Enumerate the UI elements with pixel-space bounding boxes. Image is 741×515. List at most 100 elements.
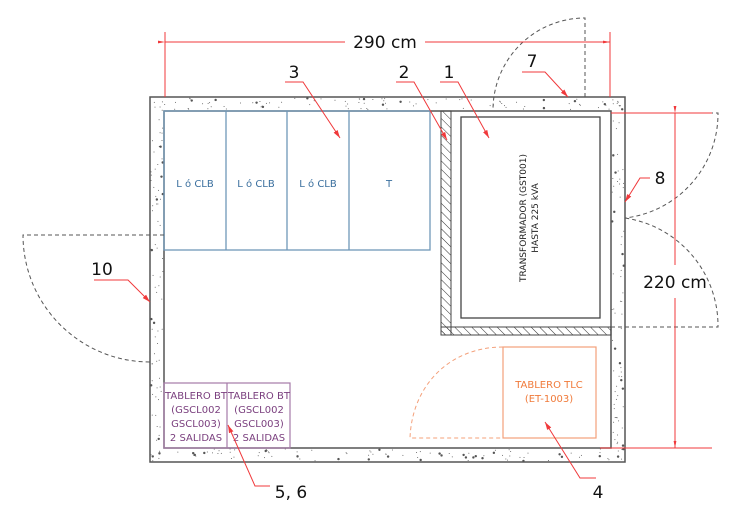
- speckle: [611, 309, 613, 311]
- speckle: [156, 387, 158, 389]
- speckle: [151, 328, 153, 330]
- speckle: [417, 456, 419, 458]
- speckle: [161, 161, 164, 164]
- speckle: [158, 399, 160, 401]
- dimension-lines: [158, 32, 712, 449]
- speckle: [429, 452, 431, 454]
- speckle: [157, 163, 159, 165]
- speckle: [161, 132, 163, 134]
- speckle: [153, 186, 155, 188]
- speckle: [162, 270, 164, 272]
- speckle: [372, 99, 374, 101]
- speckle: [614, 312, 616, 314]
- speckle: [368, 454, 370, 456]
- speckle: [619, 105, 621, 107]
- speckle: [223, 105, 225, 107]
- speckle: [419, 458, 422, 462]
- speckle: [612, 339, 614, 341]
- speckle: [159, 106, 161, 108]
- speckle: [381, 103, 385, 106]
- speckle: [358, 98, 360, 100]
- speckle: [203, 451, 206, 455]
- speckle: [156, 203, 158, 205]
- speckle: [619, 183, 621, 185]
- speckle: [620, 367, 622, 369]
- speckle: [188, 108, 190, 110]
- speckle: [299, 458, 301, 460]
- speckle: [568, 103, 570, 105]
- speckle: [614, 416, 616, 418]
- speckle: [597, 107, 599, 109]
- speckle: [385, 453, 387, 455]
- speckle: [384, 98, 386, 100]
- speckle: [579, 104, 581, 106]
- transformer-label: TRANSFORMADOR (GST001) HASTA 225 kVA: [519, 154, 541, 283]
- speckle: [621, 252, 624, 256]
- speckle: [614, 171, 617, 174]
- speckle: [516, 101, 518, 103]
- speckle: [225, 108, 227, 110]
- speckle: [174, 108, 176, 110]
- speckle: [523, 457, 525, 459]
- speckle: [156, 439, 158, 441]
- speckle: [161, 328, 163, 330]
- speckle: [192, 452, 195, 455]
- speckle: [218, 450, 220, 452]
- speckle: [156, 291, 158, 293]
- speckle: [190, 99, 193, 102]
- speckle: [234, 449, 236, 451]
- leader-lines: [94, 71, 650, 487]
- speckle: [207, 108, 209, 110]
- speckle: [153, 101, 155, 103]
- speckle: [360, 108, 362, 110]
- speckle: [152, 274, 154, 276]
- speckle: [155, 396, 157, 398]
- speckle: [419, 451, 421, 453]
- speckle: [599, 448, 601, 450]
- speckle: [612, 154, 615, 157]
- door-top-swing: [492, 17, 586, 111]
- cell-label: L ó CLB: [299, 178, 337, 190]
- speckle: [267, 451, 269, 453]
- speckle: [334, 99, 336, 101]
- speckle: [161, 109, 163, 111]
- speckle: [472, 456, 475, 459]
- speckle: [362, 97, 366, 101]
- speckle: [623, 182, 625, 184]
- speckle: [602, 101, 604, 103]
- speckle: [613, 403, 615, 405]
- bt-text: GSCL003): [234, 419, 284, 430]
- speckle: [621, 300, 623, 302]
- speckle: [156, 360, 158, 362]
- bt-text: 2 SALIDAS: [233, 433, 285, 444]
- speckle: [501, 102, 503, 104]
- speckle: [622, 447, 625, 451]
- speckle: [210, 106, 212, 108]
- speckle: [220, 452, 222, 454]
- speckle: [621, 448, 623, 450]
- speckle: [158, 285, 160, 287]
- speckle: [499, 101, 501, 103]
- speckle: [607, 458, 609, 460]
- speckle: [613, 370, 615, 372]
- speckle: [152, 205, 154, 207]
- transformer-enclosure: [440, 110, 612, 336]
- speckle: [217, 453, 219, 455]
- speckle: [367, 109, 369, 111]
- speckle: [522, 459, 525, 463]
- speckle: [159, 450, 161, 452]
- speckle: [619, 196, 621, 198]
- speckle: [616, 455, 620, 458]
- speckle: [621, 236, 623, 238]
- speckle: [347, 103, 349, 105]
- speckle: [620, 371, 622, 373]
- speckle: [620, 378, 623, 382]
- bt-text: TABLERO BT: [164, 391, 228, 402]
- speckle: [158, 145, 160, 147]
- speckle: [619, 300, 621, 302]
- speckle: [612, 178, 614, 180]
- speckle: [618, 375, 620, 377]
- speckle: [154, 286, 156, 288]
- speckle: [470, 99, 472, 101]
- door-left-swing: [22, 234, 164, 363]
